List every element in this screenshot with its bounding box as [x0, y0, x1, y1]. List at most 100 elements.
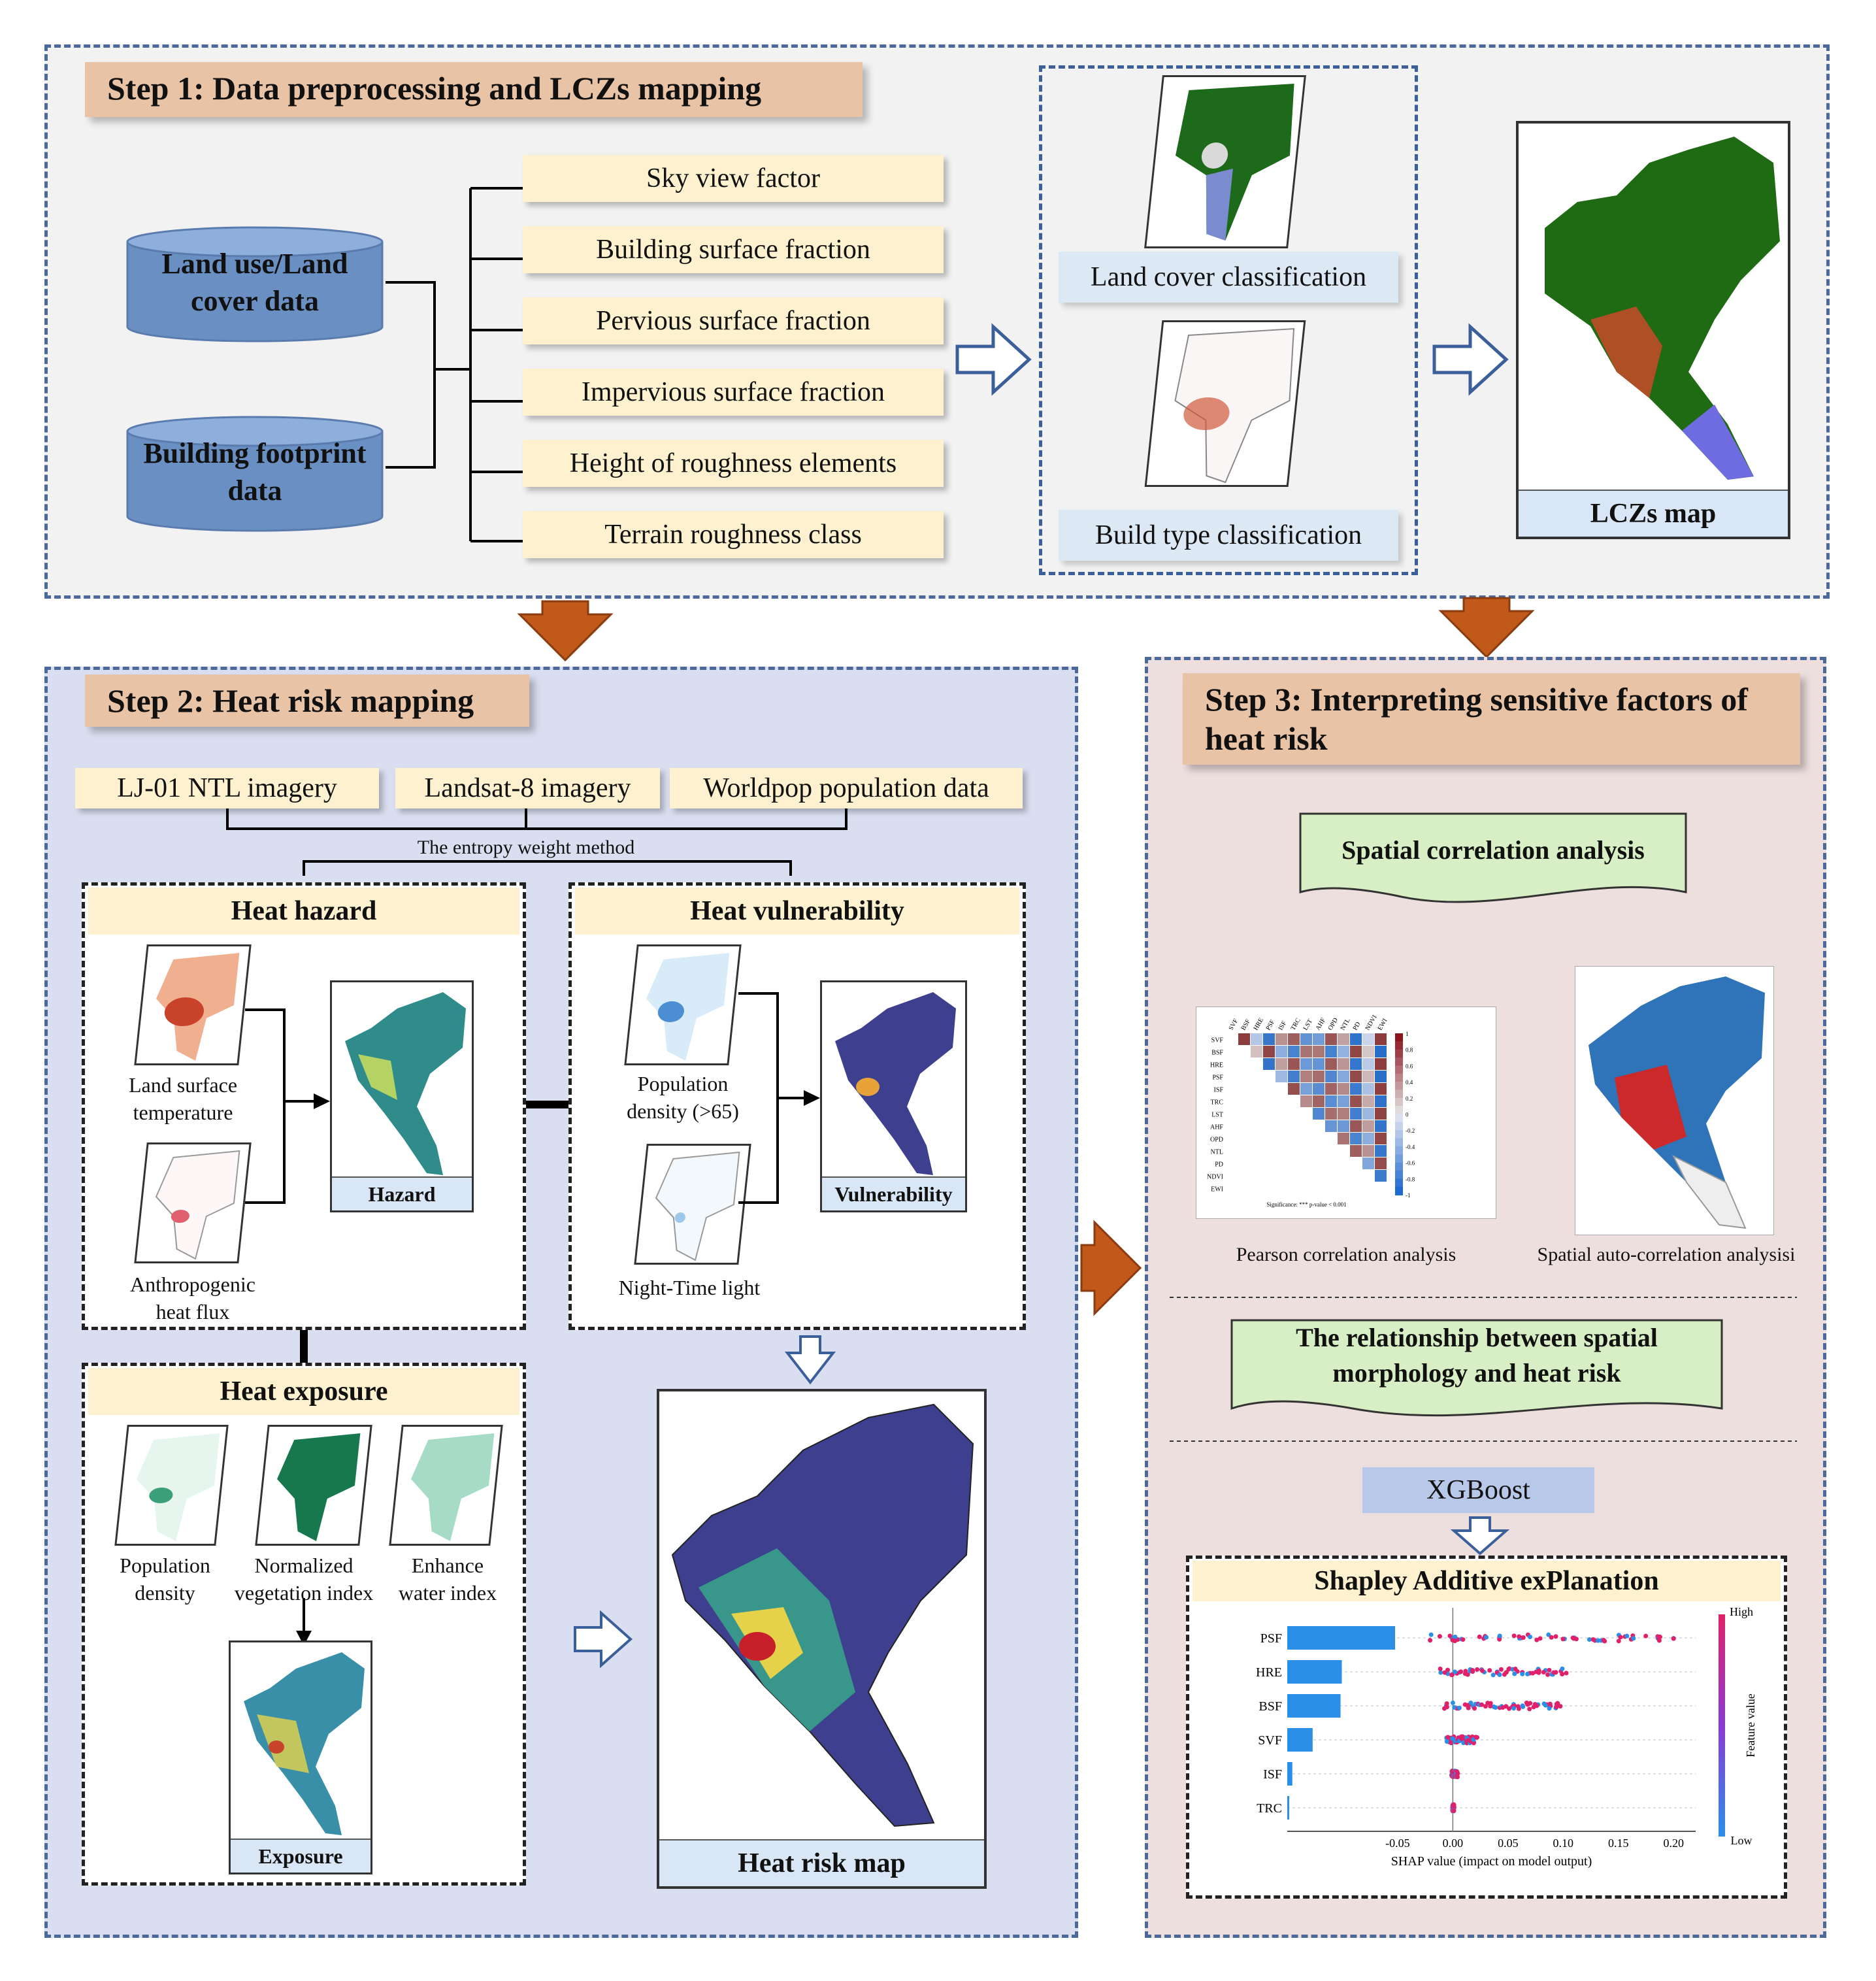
shap-feature-label: PSF [1260, 1631, 1282, 1646]
shap-point [1488, 1704, 1492, 1708]
shap-point [1493, 1705, 1498, 1710]
shap-x-tick: 0.15 [1608, 1837, 1629, 1850]
shap-point [1558, 1704, 1562, 1708]
shap-point [1506, 1667, 1511, 1671]
shap-point [1631, 1636, 1636, 1640]
xgboost-label: XGBoost [1362, 1467, 1594, 1513]
shap-point [1512, 1633, 1517, 1638]
shap-point [1543, 1703, 1548, 1708]
shap-point [1458, 1669, 1463, 1674]
shap-point [1470, 1669, 1475, 1674]
shap-point [1560, 1672, 1564, 1676]
shap-point [1453, 1639, 1457, 1643]
shap-point [1624, 1634, 1629, 1639]
shap-point [1560, 1637, 1565, 1641]
relationship-label: The relationship between spatial morphol… [1242, 1320, 1712, 1391]
shap-point [1453, 1670, 1457, 1674]
shap-point [1445, 1701, 1449, 1706]
shap-point [1513, 1667, 1518, 1671]
shap-point [1475, 1667, 1479, 1672]
shap-high-label: High [1730, 1605, 1753, 1618]
shap-point [1498, 1634, 1502, 1639]
shap-point [1548, 1702, 1553, 1706]
shap-point [1460, 1637, 1465, 1642]
shap-point [1541, 1670, 1546, 1674]
shap-point [1525, 1672, 1530, 1676]
shap-point [1438, 1667, 1443, 1671]
shap-point [1453, 1635, 1457, 1639]
shap-point [1537, 1669, 1541, 1673]
shap-feature-label: SVF [1258, 1733, 1282, 1748]
shap-point [1564, 1671, 1569, 1675]
shap-point [1455, 1771, 1460, 1776]
shap-x-tick: 0.05 [1498, 1837, 1519, 1850]
shap-point [1658, 1635, 1662, 1639]
shap-title: Shapley Additive exPlanation [1193, 1561, 1781, 1601]
shap-point [1477, 1635, 1482, 1639]
shap-point [1534, 1638, 1539, 1642]
shap-importance-bar [1287, 1762, 1292, 1786]
shap-x-axis-label: SHAP value (impact on model output) [1391, 1854, 1592, 1869]
shap-point [1457, 1706, 1462, 1710]
shap-point [1549, 1635, 1554, 1640]
shap-point [1596, 1639, 1600, 1643]
shap-feature-value-label: Feature value [1744, 1693, 1757, 1757]
shap-point [1475, 1735, 1479, 1740]
shap-point [1528, 1701, 1532, 1706]
shap-x-tick: 0.00 [1443, 1837, 1464, 1850]
shap-point [1547, 1706, 1551, 1710]
shap-point [1551, 1671, 1556, 1675]
shap-point [1491, 1673, 1496, 1677]
shap-point [1472, 1706, 1477, 1710]
shap-point [1560, 1667, 1564, 1671]
shap-point [1554, 1634, 1558, 1639]
shap-point [1445, 1739, 1449, 1744]
shap-point [1484, 1635, 1489, 1640]
shap-point [1447, 1633, 1452, 1638]
shap-importance-bar [1287, 1728, 1313, 1752]
shap-point [1463, 1669, 1468, 1673]
shap-point [1530, 1671, 1535, 1676]
shap-point [1520, 1672, 1524, 1676]
shap-feature-label: TRC [1257, 1801, 1282, 1816]
shap-feature-label: BSF [1259, 1699, 1282, 1714]
shap-point [1574, 1637, 1579, 1641]
shap-point [1528, 1635, 1532, 1639]
shap-point [1429, 1633, 1434, 1637]
shap-point [1591, 1637, 1596, 1642]
shap-point [1619, 1635, 1623, 1639]
shap-point [1511, 1706, 1516, 1710]
shap-point [1643, 1634, 1648, 1639]
shap-point [1451, 1701, 1455, 1705]
shap-importance-bar [1287, 1796, 1289, 1820]
shap-point [1602, 1638, 1606, 1642]
shap-point [1534, 1703, 1539, 1708]
shap-low-label: Low [1731, 1834, 1753, 1847]
shap-feature-label: HRE [1256, 1665, 1282, 1680]
shap-x-tick: 0.10 [1553, 1837, 1574, 1850]
shap-point [1547, 1668, 1551, 1673]
shap-point [1443, 1671, 1447, 1675]
shap-point [1521, 1705, 1525, 1709]
shap-point [1554, 1705, 1558, 1709]
shap-importance-bar [1287, 1660, 1341, 1684]
shap-point [1466, 1706, 1471, 1710]
shap-point [1500, 1705, 1505, 1710]
shap-point [1480, 1669, 1485, 1673]
shap-point [1527, 1706, 1532, 1711]
shap-point [1487, 1668, 1492, 1673]
shap-point [1517, 1634, 1521, 1639]
shap-point [1516, 1704, 1521, 1708]
shap-point [1428, 1638, 1432, 1642]
shap-color-bar [1719, 1614, 1725, 1837]
shap-importance-bar [1287, 1626, 1395, 1650]
shap-point [1445, 1735, 1450, 1740]
shap-importance-bar [1287, 1694, 1341, 1718]
shap-point [1452, 1804, 1456, 1808]
shap-x-tick: 0.20 [1663, 1837, 1684, 1850]
shap-point [1671, 1637, 1676, 1641]
shap-point [1512, 1672, 1517, 1676]
shap-point [1499, 1667, 1504, 1672]
shap-point [1545, 1673, 1550, 1677]
shap-point [1438, 1634, 1442, 1639]
